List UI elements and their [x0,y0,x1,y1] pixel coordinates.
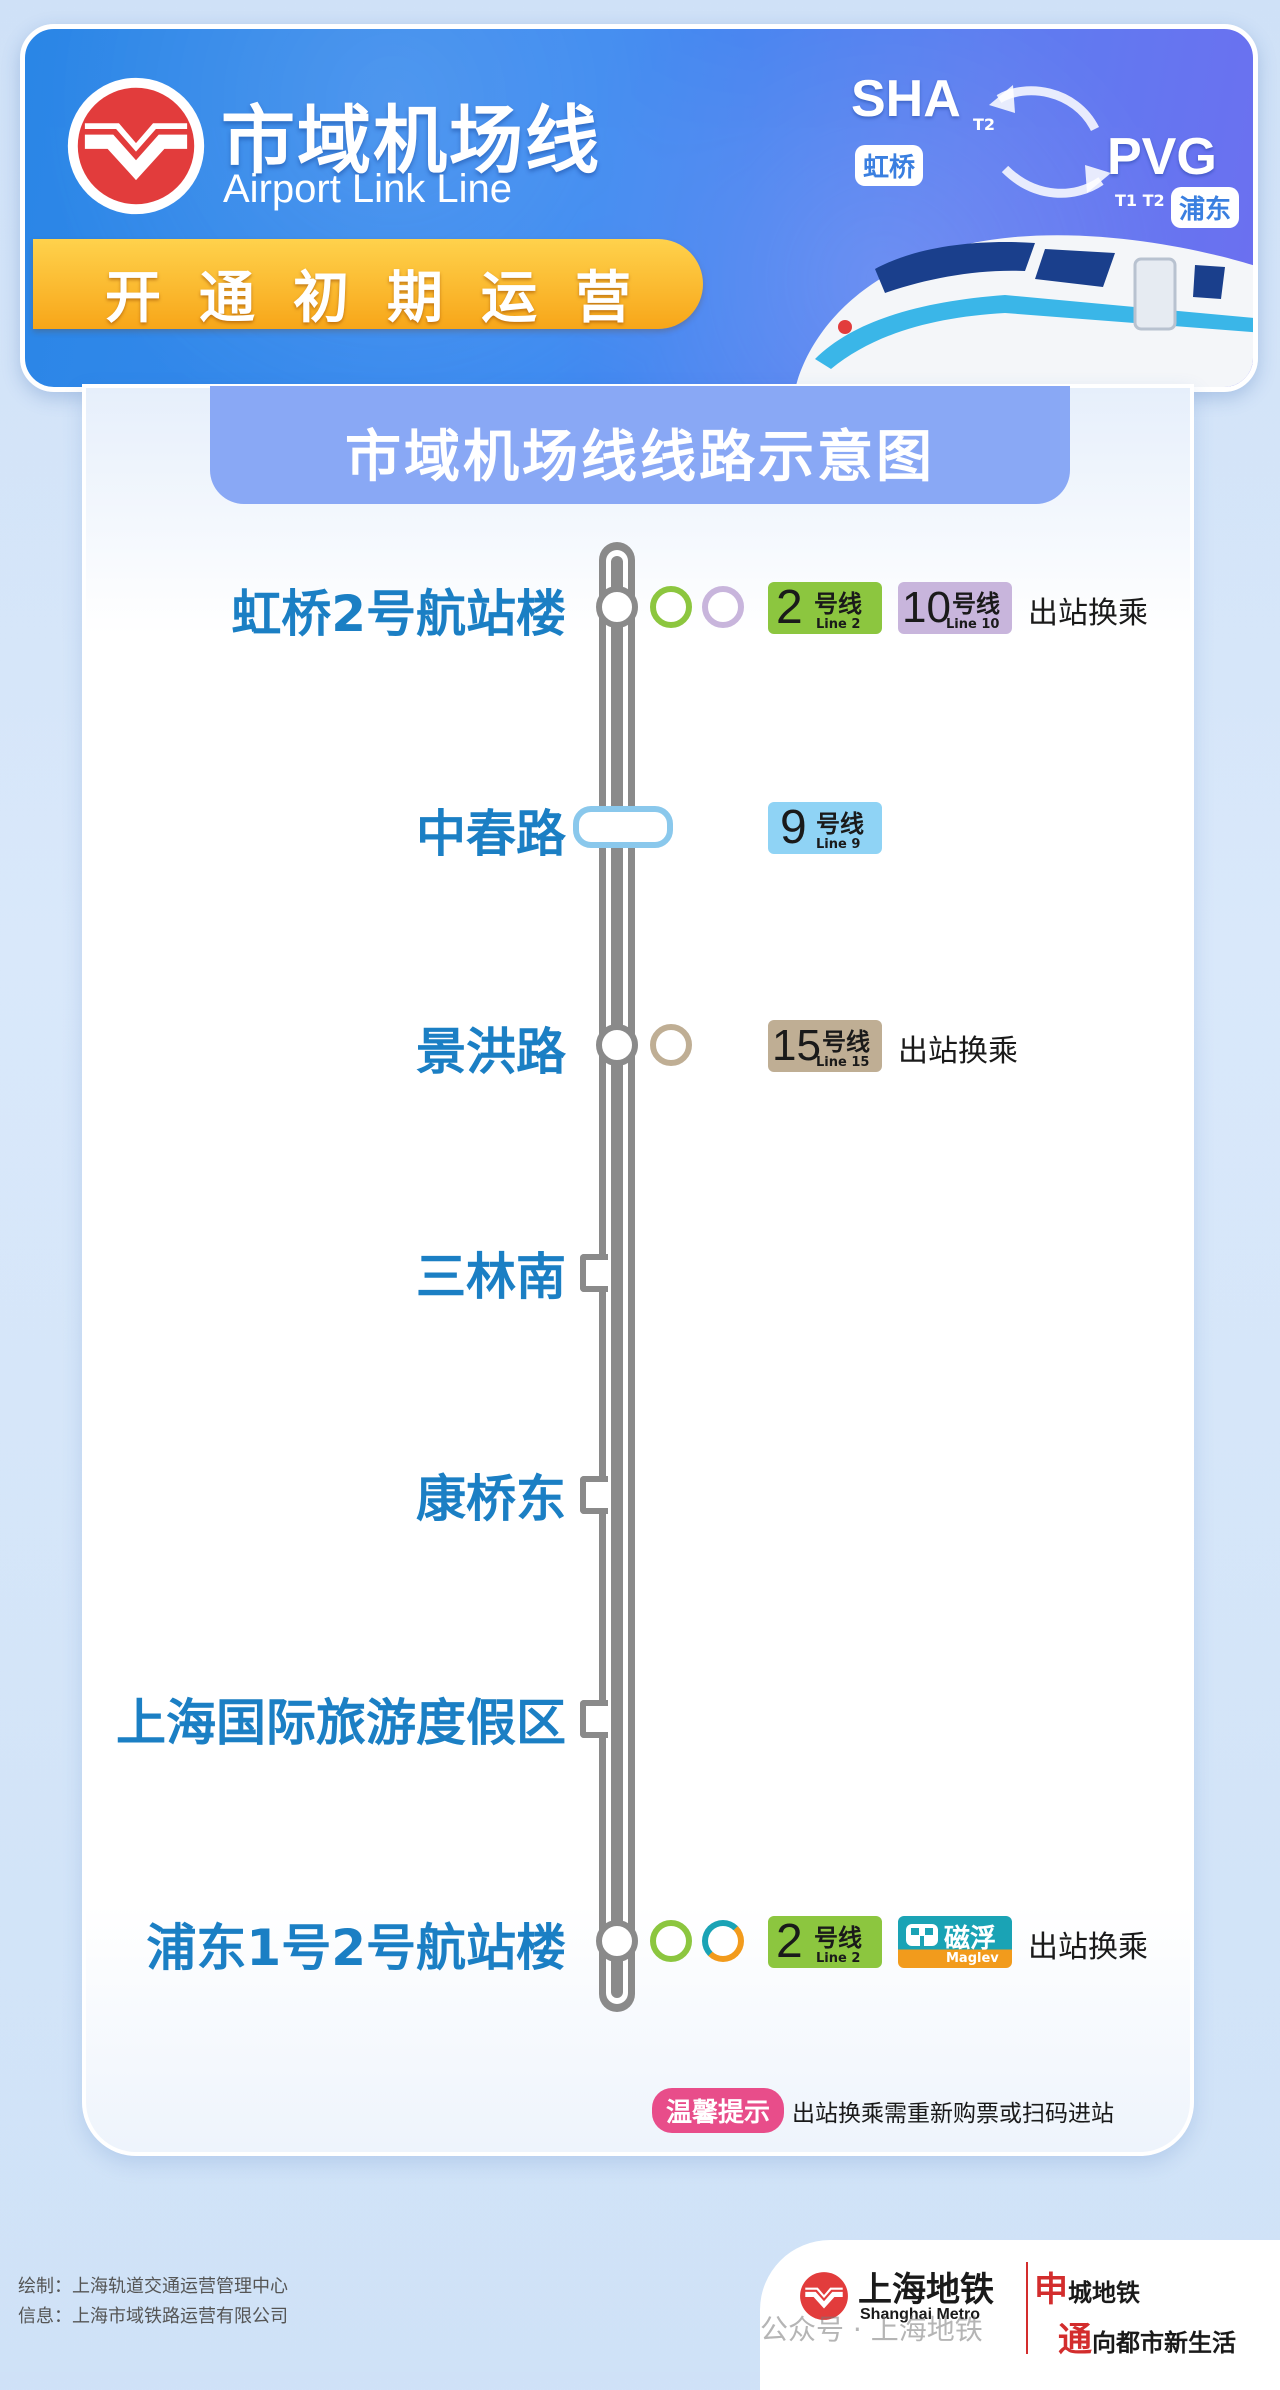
map-title-tab: 市域机场线线路示意图 [210,386,1070,504]
airport-b-terminal: T1 T2 [1115,191,1165,210]
footer-brand-en: Shanghai Metro [860,2306,981,2323]
footer-slogan-1: 申城地铁 [1034,2262,1140,2311]
line-badge-2[interactable]: 2 号线 Line 2 [768,582,882,634]
transfer-marker-maglev [702,1920,744,1962]
credit-drawn-by: 绘制：上海轨道交通运营管理中心 [18,2276,288,2297]
line-badge-2[interactable]: 2 号线 Line 2 [768,1916,882,1968]
footer-slogan-2: 通向都市新生活 [1058,2312,1236,2361]
maglev-badge[interactable]: 磁浮 Maglev [898,1916,1012,1968]
notice-text: 出站换乘需重新购票或扫码进站 [792,2100,1115,2127]
line-number: 15 [772,1021,821,1070]
shanghai-metro-logo-icon [67,77,205,215]
footer-card [760,2240,1280,2390]
slogan-1-emphasis: 申 [1034,2270,1068,2310]
transfer-marker-line2 [650,586,692,628]
line-en: Line 10 [946,617,1000,632]
airport-a-name: 虹桥 [855,145,924,186]
station-zhongchun-rd[interactable]: 中春路 [416,805,566,863]
notice: 温馨提示出站换乘需重新购票或扫码进站 [652,2088,1114,2133]
opening-banner-text: 开通初期运营 [105,266,669,331]
line-suffix: 号线 [814,590,862,618]
shanghai-metro-logo-icon [800,2272,848,2320]
opening-banner: 开通初期运营 [33,239,703,331]
station-sanlin-south[interactable]: 三林南 [416,1248,566,1306]
station-pudong-t1-t2[interactable]: 浦东1号2号航站楼 [146,1919,566,1977]
line-en: Line 2 [816,1951,861,1966]
line-suffix: 号线 [822,1028,870,1056]
header-banner: 市域机场线 Airport Link Line 开通初期运营 SHA T2 虹桥… [20,24,1258,392]
station-kangqiao-east[interactable]: 康桥东 [416,1470,566,1528]
airport-a-terminal: T2 [973,115,996,134]
transfer-note: 出站换乘 [1028,596,1148,631]
line-en: Line 9 [816,837,861,852]
footer-brand-cn: 上海地铁 [858,2270,994,2310]
maglev-en: Maglev [946,1951,999,1966]
line-title: 市域机场线 [221,98,601,184]
notice-tag: 温馨提示 [652,2088,785,2133]
transfer-marker-line15 [650,1024,692,1066]
line-title-en: Airport Link Line [223,167,513,211]
slogan-1-rest: 城地铁 [1068,2278,1140,2307]
line-number: 9 [780,801,807,854]
train-illustration-icon [795,235,1253,387]
station-marker [580,1700,608,1738]
station-shanghai-resort[interactable]: 上海国际旅游度假区 [116,1694,566,1752]
transfer-marker-line10 [702,586,744,628]
station-jinghong-rd[interactable]: 景洪路 [416,1023,566,1081]
slogan-2-rest: 向都市新生活 [1092,2328,1236,2357]
credits: 绘制：上海轨道交通运营管理中心 信息：上海市域铁路运营有限公司 [18,2272,288,2332]
line-number: 2 [776,1915,803,1968]
credit-info: 信息：上海市域铁路运营有限公司 [18,2306,288,2327]
line-suffix: 号线 [816,810,864,838]
line-suffix: 号线 [952,590,1000,618]
station-marker [596,1920,638,1962]
maglev-train-icon [906,1924,938,1946]
line-number: 10 [902,583,951,632]
station-marker [596,586,638,628]
route-track-core [611,556,623,1998]
station-marker-interchange [573,806,673,848]
footer-divider [1026,2262,1028,2354]
station-hongqiao-t2[interactable]: 虹桥2号航站楼 [231,585,566,643]
route-map-panel [82,384,1194,2156]
line-badge-10[interactable]: 10 号线 Line 10 [898,582,1012,634]
station-marker [580,1476,608,1514]
line-badge-9[interactable]: 9 号线 Line 9 [768,802,882,854]
station-marker [596,1024,638,1066]
airport-connection: SHA T2 虹桥 PVG T1 T2 浦东 [825,59,1253,229]
airport-b-name: 浦东 [1171,187,1240,228]
airport-a-code: SHA [851,70,961,128]
line-number: 2 [776,581,803,634]
map-title: 市域机场线线路示意图 [345,425,935,490]
line-en: Line 15 [816,1055,870,1070]
line-suffix: 号线 [814,1924,862,1952]
airport-b-code: PVG [1107,128,1217,186]
line-badge-15[interactable]: 15 号线 Line 15 [768,1020,882,1072]
line-en: Line 2 [816,617,861,632]
watermark: 公众号 · 上海地铁 [760,2313,983,2346]
transfer-note: 出站换乘 [1028,1930,1148,1965]
slogan-2-emphasis: 通 [1058,2320,1092,2360]
transfer-note: 出站换乘 [898,1034,1018,1069]
transfer-marker-line2 [650,1920,692,1962]
exchange-arrows-icon [989,85,1111,198]
station-marker [580,1254,608,1292]
maglev-label: 磁浮 [944,1924,997,1954]
